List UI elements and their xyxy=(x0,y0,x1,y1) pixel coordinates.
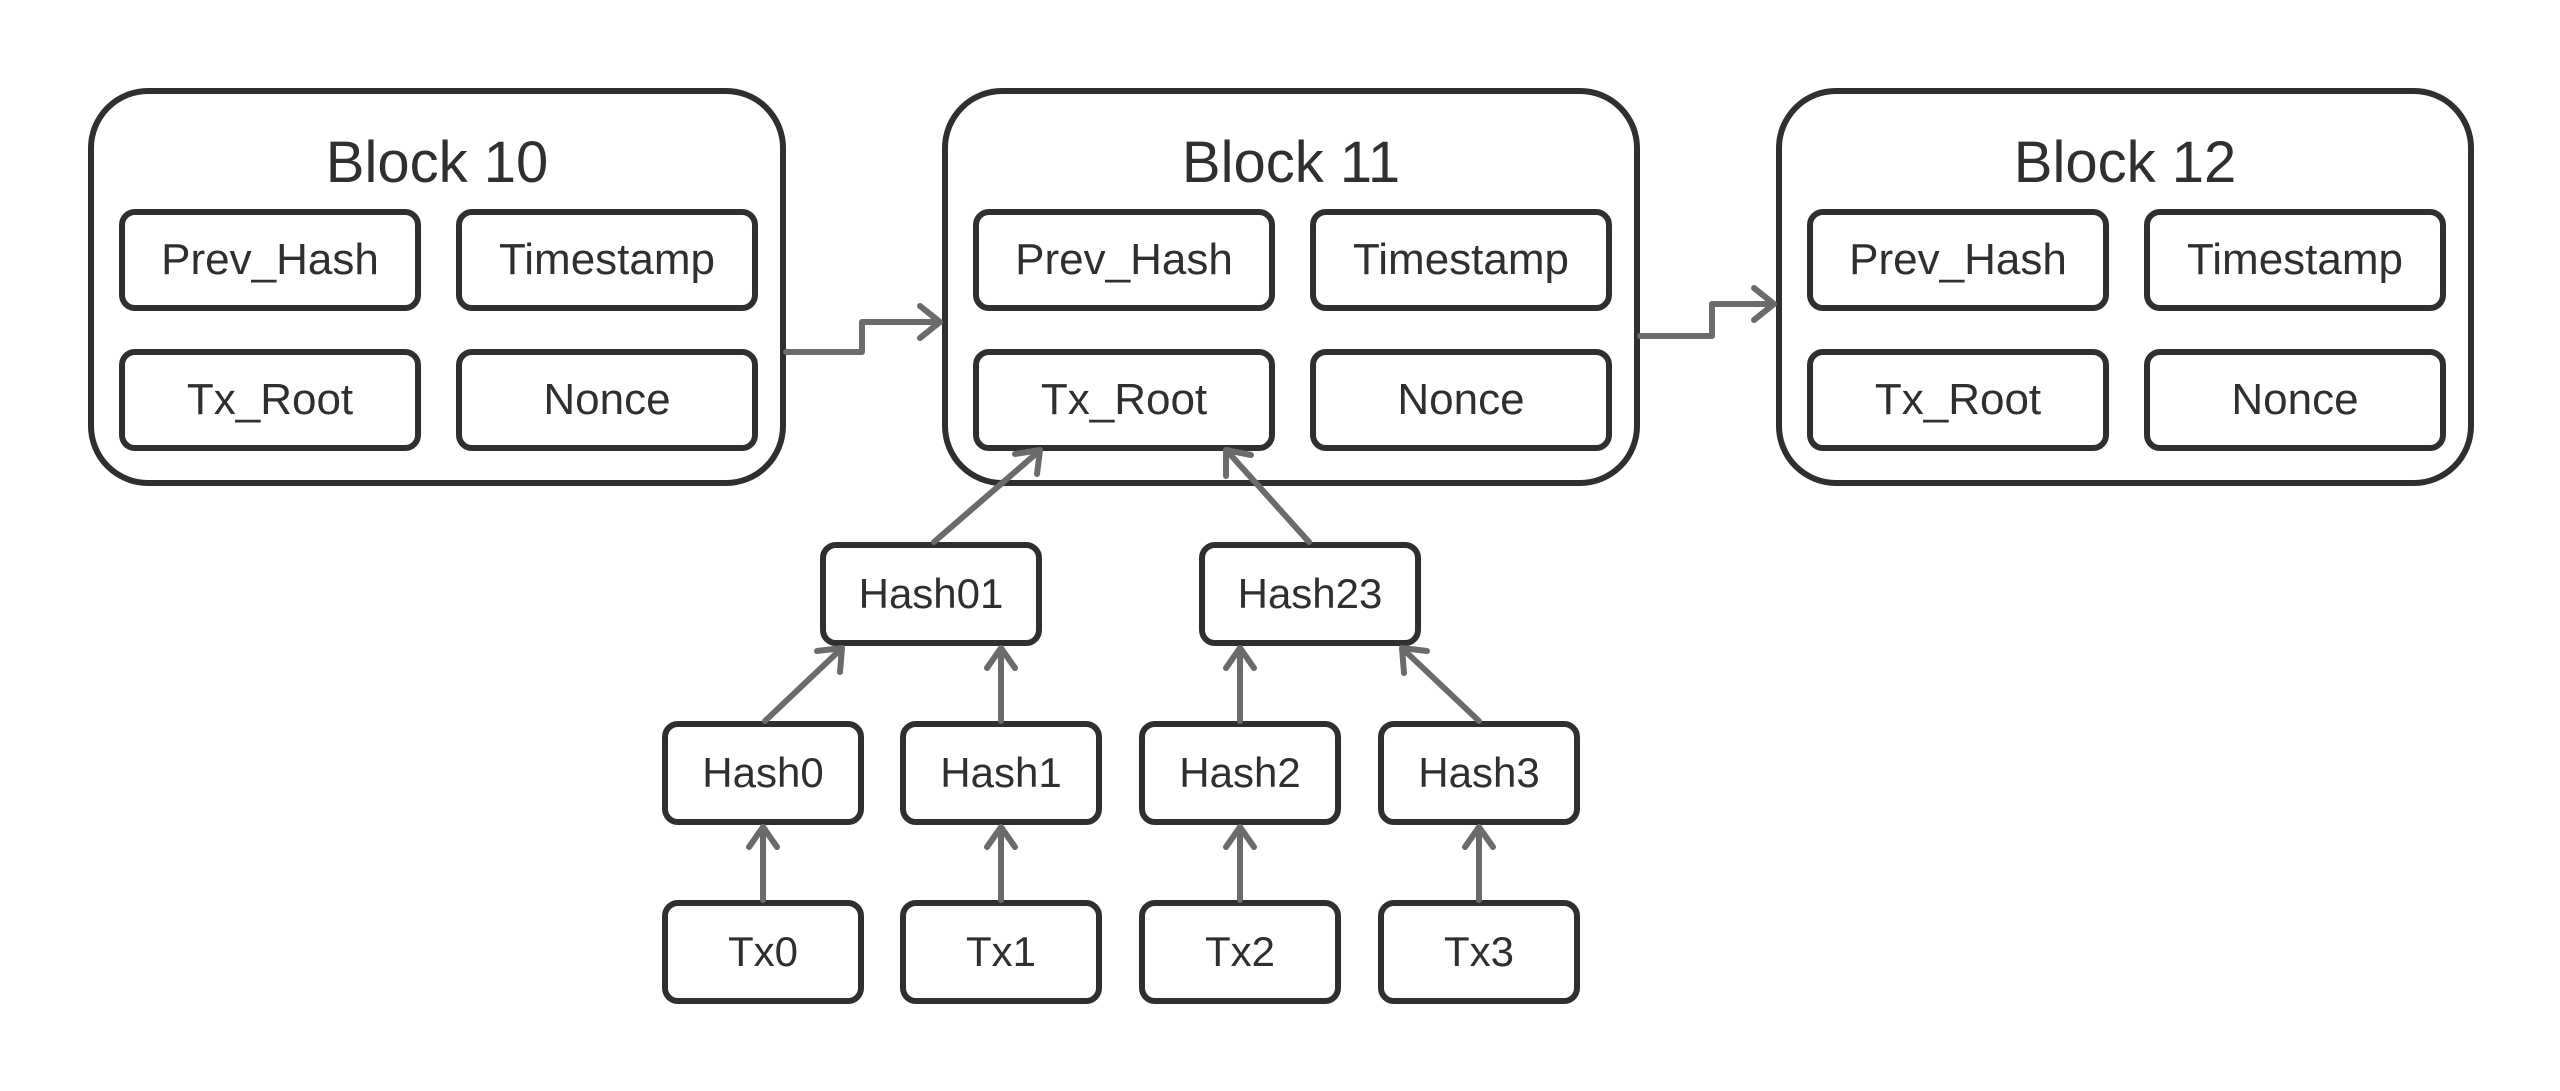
hash01-to-txroot-arrow xyxy=(931,449,1041,545)
block-title: Block 10 xyxy=(325,130,549,195)
nonce-field: Nonce xyxy=(456,349,758,451)
hash3-to-hash23-arrow xyxy=(1401,647,1482,724)
hash0-to-hash01-arrow xyxy=(762,647,843,724)
timestamp-field: Timestamp xyxy=(1310,209,1612,311)
tx-root-field: Tx_Root xyxy=(973,349,1275,451)
tx3-node: Tx3 xyxy=(1378,900,1580,1004)
tx0-node: Tx0 xyxy=(662,900,864,1004)
tx2-node: Tx2 xyxy=(1139,900,1341,1004)
hash23-to-txroot-arrow xyxy=(1225,449,1312,545)
block-12: Block 12 Prev_Hash Timestamp Tx_Root Non… xyxy=(1776,88,2474,486)
prev-hash-field: Prev_Hash xyxy=(119,209,421,311)
hash01-node: Hash01 xyxy=(820,542,1042,646)
timestamp-field: Timestamp xyxy=(2144,209,2446,311)
hash3-node: Hash3 xyxy=(1378,721,1580,825)
block-title: Block 11 xyxy=(1181,130,1401,195)
chain-arrow-11-12 xyxy=(1637,301,1775,339)
block-10: Block 10 Prev_Hash Timestamp Tx_Root Non… xyxy=(88,88,786,486)
nonce-field: Nonce xyxy=(1310,349,1612,451)
hash0-node: Hash0 xyxy=(662,721,864,825)
timestamp-field: Timestamp xyxy=(456,209,758,311)
prev-hash-field: Prev_Hash xyxy=(1807,209,2109,311)
block-11: Block 11 Prev_Hash Timestamp Tx_Root Non… xyxy=(942,88,1640,486)
chain-arrow-10-11 xyxy=(783,319,941,355)
tx-root-field: Tx_Root xyxy=(1807,349,2109,451)
tx-root-field: Tx_Root xyxy=(119,349,421,451)
hash23-node: Hash23 xyxy=(1199,542,1421,646)
hash1-node: Hash1 xyxy=(900,721,1102,825)
nonce-field: Nonce xyxy=(2144,349,2446,451)
prev-hash-field: Prev_Hash xyxy=(973,209,1275,311)
block-title: Block 12 xyxy=(2013,130,2237,195)
